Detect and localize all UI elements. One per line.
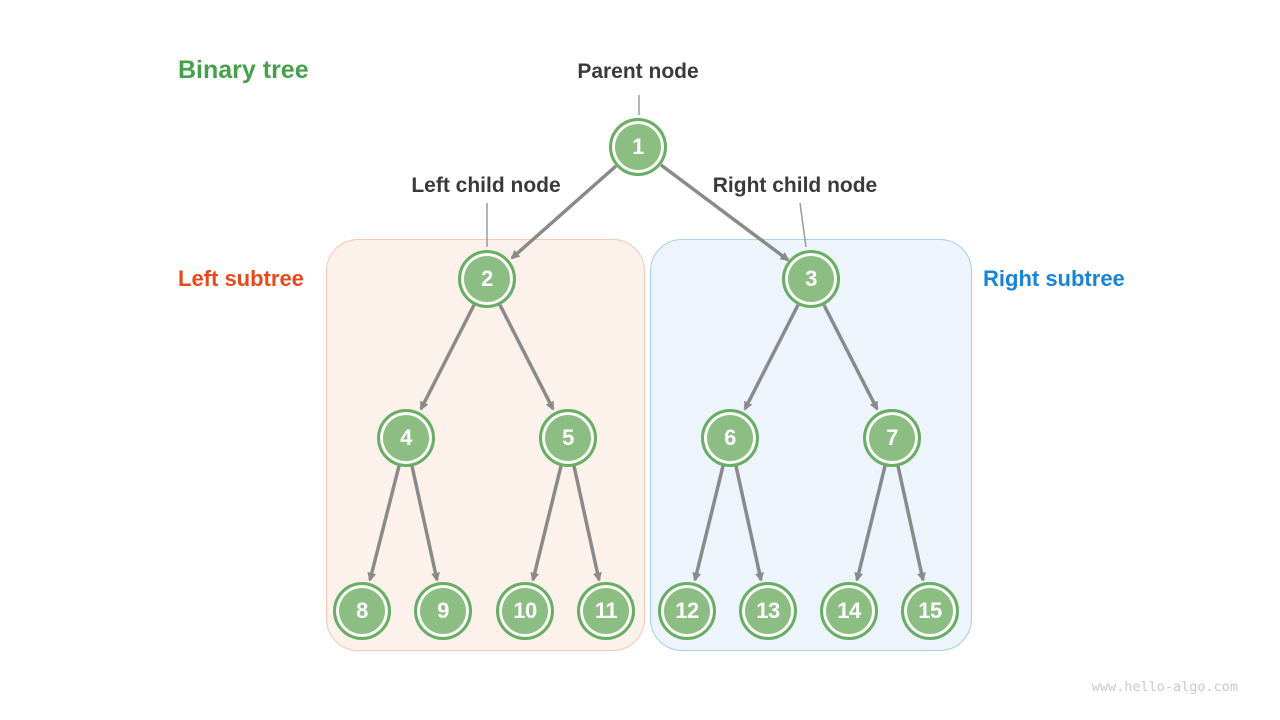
edge-7-14 bbox=[854, 465, 887, 582]
tree-node-14: 14 bbox=[820, 582, 878, 640]
edge-4-9 bbox=[410, 465, 440, 582]
tree-node-2: 2 bbox=[458, 250, 516, 308]
annotation-leader-lines bbox=[486, 95, 807, 248]
right-subtree-label: Right subtree bbox=[983, 266, 1125, 291]
edge-6-13 bbox=[734, 465, 764, 582]
tree-node-3: 3 bbox=[782, 250, 840, 308]
leader-right-child bbox=[799, 202, 807, 248]
tree-node-12: 12 bbox=[658, 582, 716, 640]
edge-5-11 bbox=[572, 465, 602, 582]
edge-3-7 bbox=[822, 304, 879, 411]
tree-node-13: 13 bbox=[739, 582, 797, 640]
figure-title: Binary tree bbox=[178, 56, 309, 84]
tree-node-7: 7 bbox=[863, 409, 921, 467]
watermark: www.hello-algo.com bbox=[1091, 679, 1238, 695]
edge-2-4 bbox=[419, 304, 476, 411]
left-subtree-label: Left subtree bbox=[178, 266, 304, 291]
tree-node-6: 6 bbox=[701, 409, 759, 467]
left-child-node-label: Left child node bbox=[411, 174, 561, 197]
tree-edges bbox=[367, 163, 926, 582]
tree-node-1: 1 bbox=[609, 118, 667, 176]
tree-node-15: 15 bbox=[901, 582, 959, 640]
tree-node-9: 9 bbox=[414, 582, 472, 640]
tree-node-10: 10 bbox=[496, 582, 554, 640]
edge-1-2 bbox=[510, 164, 618, 260]
right-child-node-label: Right child node bbox=[712, 174, 878, 197]
tree-node-11: 11 bbox=[577, 582, 635, 640]
tree-node-8: 8 bbox=[333, 582, 391, 640]
edge-1-3 bbox=[659, 163, 790, 262]
edge-3-6 bbox=[743, 304, 800, 411]
tree-node-4: 4 bbox=[377, 409, 435, 467]
edge-5-10 bbox=[530, 465, 563, 582]
tree-node-5: 5 bbox=[539, 409, 597, 467]
edge-7-15 bbox=[896, 465, 926, 582]
parent-node-label: Parent node bbox=[577, 60, 699, 83]
edge-2-5 bbox=[498, 304, 555, 411]
edge-6-12 bbox=[692, 465, 725, 582]
edge-4-8 bbox=[367, 465, 401, 582]
